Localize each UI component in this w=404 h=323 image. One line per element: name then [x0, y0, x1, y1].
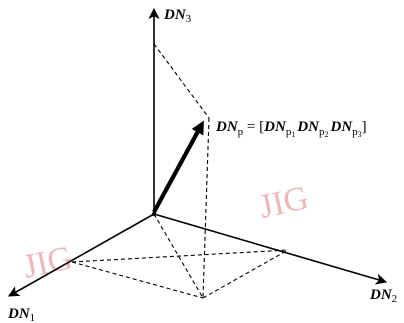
label-dn2: DN2 [369, 287, 397, 305]
watermark-right: JIG [256, 179, 312, 225]
dash-dn3-to-tip [153, 43, 210, 119]
dash-origin-to-floor [153, 213, 204, 299]
vector-dnp [152, 120, 204, 214]
projection-lines [71, 43, 289, 299]
dash-floor-to-dn2 [202, 249, 289, 299]
dash-tip-to-floor [202, 117, 210, 299]
axes [8, 7, 388, 297]
dash-dn1-to-floor [71, 261, 204, 299]
label-dn3: DN3 [163, 7, 192, 25]
axis-dn2 [153, 213, 388, 285]
vector-name: DN [215, 119, 239, 135]
axis-dn1 [8, 213, 155, 297]
dash-dn1-to-dn2side [71, 249, 289, 263]
label-dn1: DN1 [7, 306, 35, 323]
origin-point [151, 211, 157, 217]
